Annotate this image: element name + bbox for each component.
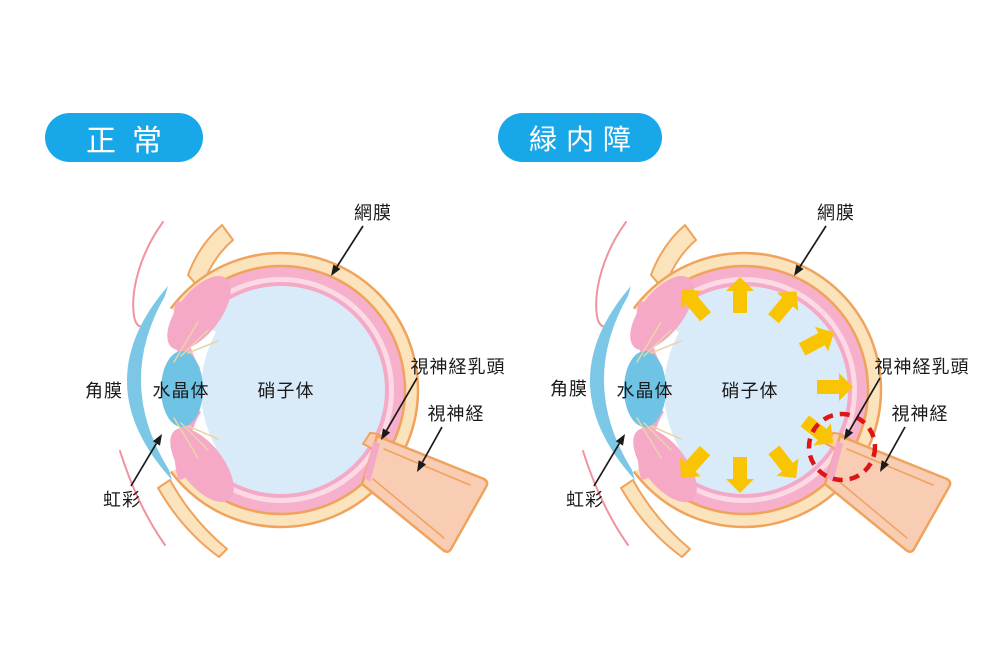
lens [624, 351, 666, 427]
title-normal-text: 正常 [86, 124, 178, 158]
label-optic-disc-glaucoma: 視神経乳頭 [874, 357, 970, 377]
inferior-band [620, 479, 691, 558]
zonule-fiber [173, 417, 199, 459]
title-badge-normal: 正常 [45, 113, 203, 162]
cornea [589, 286, 635, 480]
zonule-fiber [187, 425, 219, 440]
eye-illustration-normal [119, 221, 489, 558]
lower-eyelid-line [582, 450, 629, 546]
pressure-arrow-2 [680, 289, 711, 322]
annotation-arrow-optic-disc [381, 377, 418, 440]
zonule-fiber [180, 422, 209, 451]
annotation-arrow-optic-nerve [880, 426, 906, 472]
pressure-arrow-3 [768, 291, 799, 324]
zonule-fiber [173, 321, 199, 363]
optic-nerve [823, 434, 952, 553]
pressure-arrow-6 [800, 415, 834, 446]
label-iris-normal: 虹彩 [103, 490, 141, 510]
zonule-fiber [650, 425, 682, 440]
vitreous-body [640, 286, 848, 494]
annotation-arrow-optic-nerve [417, 426, 443, 472]
pressure-arrow-8 [726, 457, 754, 493]
label-cornea-glaucoma: 角膜 [550, 379, 588, 399]
label-lens-normal: 水晶体 [152, 381, 210, 401]
eye-illustration-glaucoma [582, 221, 952, 558]
label-vitreous-normal: 硝子体 [257, 381, 315, 401]
zonule-fiber [180, 329, 209, 357]
cornea [126, 286, 172, 480]
label-cornea-normal: 角膜 [85, 381, 123, 401]
pressure-arrow-7 [768, 445, 799, 479]
lower-eyelid-line [119, 450, 166, 546]
inferior-band [157, 479, 228, 558]
zonule-fiber [636, 321, 662, 363]
annotation-arrow-retina [331, 225, 364, 276]
annotation-arrow-iris [130, 434, 162, 487]
annotation-arrow-optic-disc [844, 377, 881, 440]
label-optic-nerve-normal: 視神経 [427, 404, 485, 424]
optic-nerve-sheath-line [846, 448, 934, 486]
annotation-arrow-iris [593, 434, 625, 487]
label-retina-glaucoma: 網膜 [817, 203, 855, 223]
zonule-fiber [636, 417, 662, 459]
label-retina-normal: 網膜 [354, 203, 392, 223]
pressure-arrow-9 [679, 445, 711, 478]
pressure-arrow-1 [726, 277, 754, 313]
vitreous-body [177, 286, 385, 494]
label-lens-glaucoma: 水晶体 [616, 381, 674, 401]
central-retinal-vessel [364, 441, 380, 482]
zonule-fiber [187, 340, 219, 354]
pressure-arrow-5 [817, 373, 853, 401]
optic-nerve-sheath-line [835, 478, 908, 539]
optic-nerve [360, 434, 489, 553]
pressure-arrow-4 [798, 326, 834, 356]
label-vitreous-glaucoma: 硝子体 [721, 381, 779, 401]
zonule-fiber [643, 329, 672, 357]
zonule-fiber [643, 422, 672, 451]
title-badge-glaucoma: 緑内障 [498, 113, 662, 162]
optic-nerve-sheath-line [383, 448, 471, 486]
lens [161, 351, 203, 427]
optic-disc-highlight-circle [806, 411, 878, 483]
title-glaucoma-text: 緑内障 [528, 123, 640, 155]
annotation-arrow-retina [794, 225, 827, 276]
zonule-fiber [650, 340, 682, 354]
label-optic-disc-normal: 視神経乳頭 [410, 357, 506, 377]
central-retinal-vessel [827, 441, 843, 482]
label-iris-glaucoma: 虹彩 [566, 490, 604, 510]
optic-nerve-sheath-line [372, 478, 445, 539]
label-optic-nerve-glaucoma: 視神経 [891, 404, 949, 424]
